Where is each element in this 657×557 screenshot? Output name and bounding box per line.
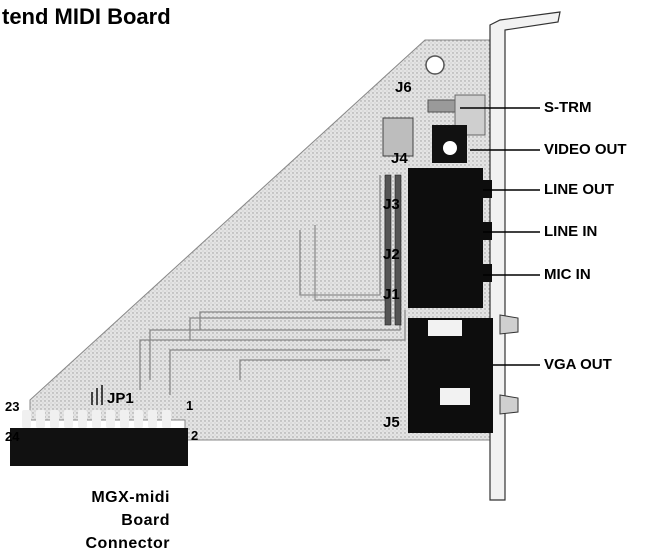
label-line-in: LINE IN	[544, 223, 598, 240]
label-j1: J1	[383, 286, 400, 303]
jp1-pins	[91, 385, 103, 405]
label-j5: J5	[383, 414, 400, 431]
page-title: tend MIDI Board	[2, 4, 171, 29]
component-j6	[427, 99, 459, 113]
callout-lines	[460, 107, 540, 366]
label-video-out: VIDEO OUT	[544, 141, 627, 158]
mounting-bracket	[489, 11, 561, 501]
mounting-hole	[425, 55, 445, 75]
label-j4: J4	[391, 150, 408, 167]
label-vga-out: VGA OUT	[544, 356, 612, 373]
connector-label: MGX-midi Board Connector	[80, 486, 170, 555]
connector-label-line1: MGX-midi	[91, 489, 170, 506]
vga-connector-block	[408, 318, 493, 433]
audio-jack-block	[408, 168, 483, 308]
label-j6: J6	[395, 79, 412, 96]
label-mic-in: MIC IN	[544, 266, 591, 283]
board-connector	[10, 428, 188, 466]
label-j3: J3	[383, 196, 400, 213]
connector-label-line3: Connector	[85, 535, 170, 552]
label-jp1: JP1	[107, 390, 134, 407]
label-line-out: LINE OUT	[544, 181, 614, 198]
pin-2-label: 2	[191, 428, 199, 443]
connector-label-line2: Board	[121, 512, 170, 529]
jumper-headers	[384, 174, 402, 326]
pin-1-label: 1	[186, 398, 194, 413]
label-s-trm: S-TRM	[544, 99, 592, 116]
pin-24-label: 24	[5, 429, 20, 444]
pin-23-label: 23	[5, 399, 20, 414]
j4-header	[382, 117, 414, 157]
bracket-tab	[499, 314, 519, 415]
label-j2: J2	[383, 246, 400, 263]
connector-pins	[22, 410, 171, 428]
